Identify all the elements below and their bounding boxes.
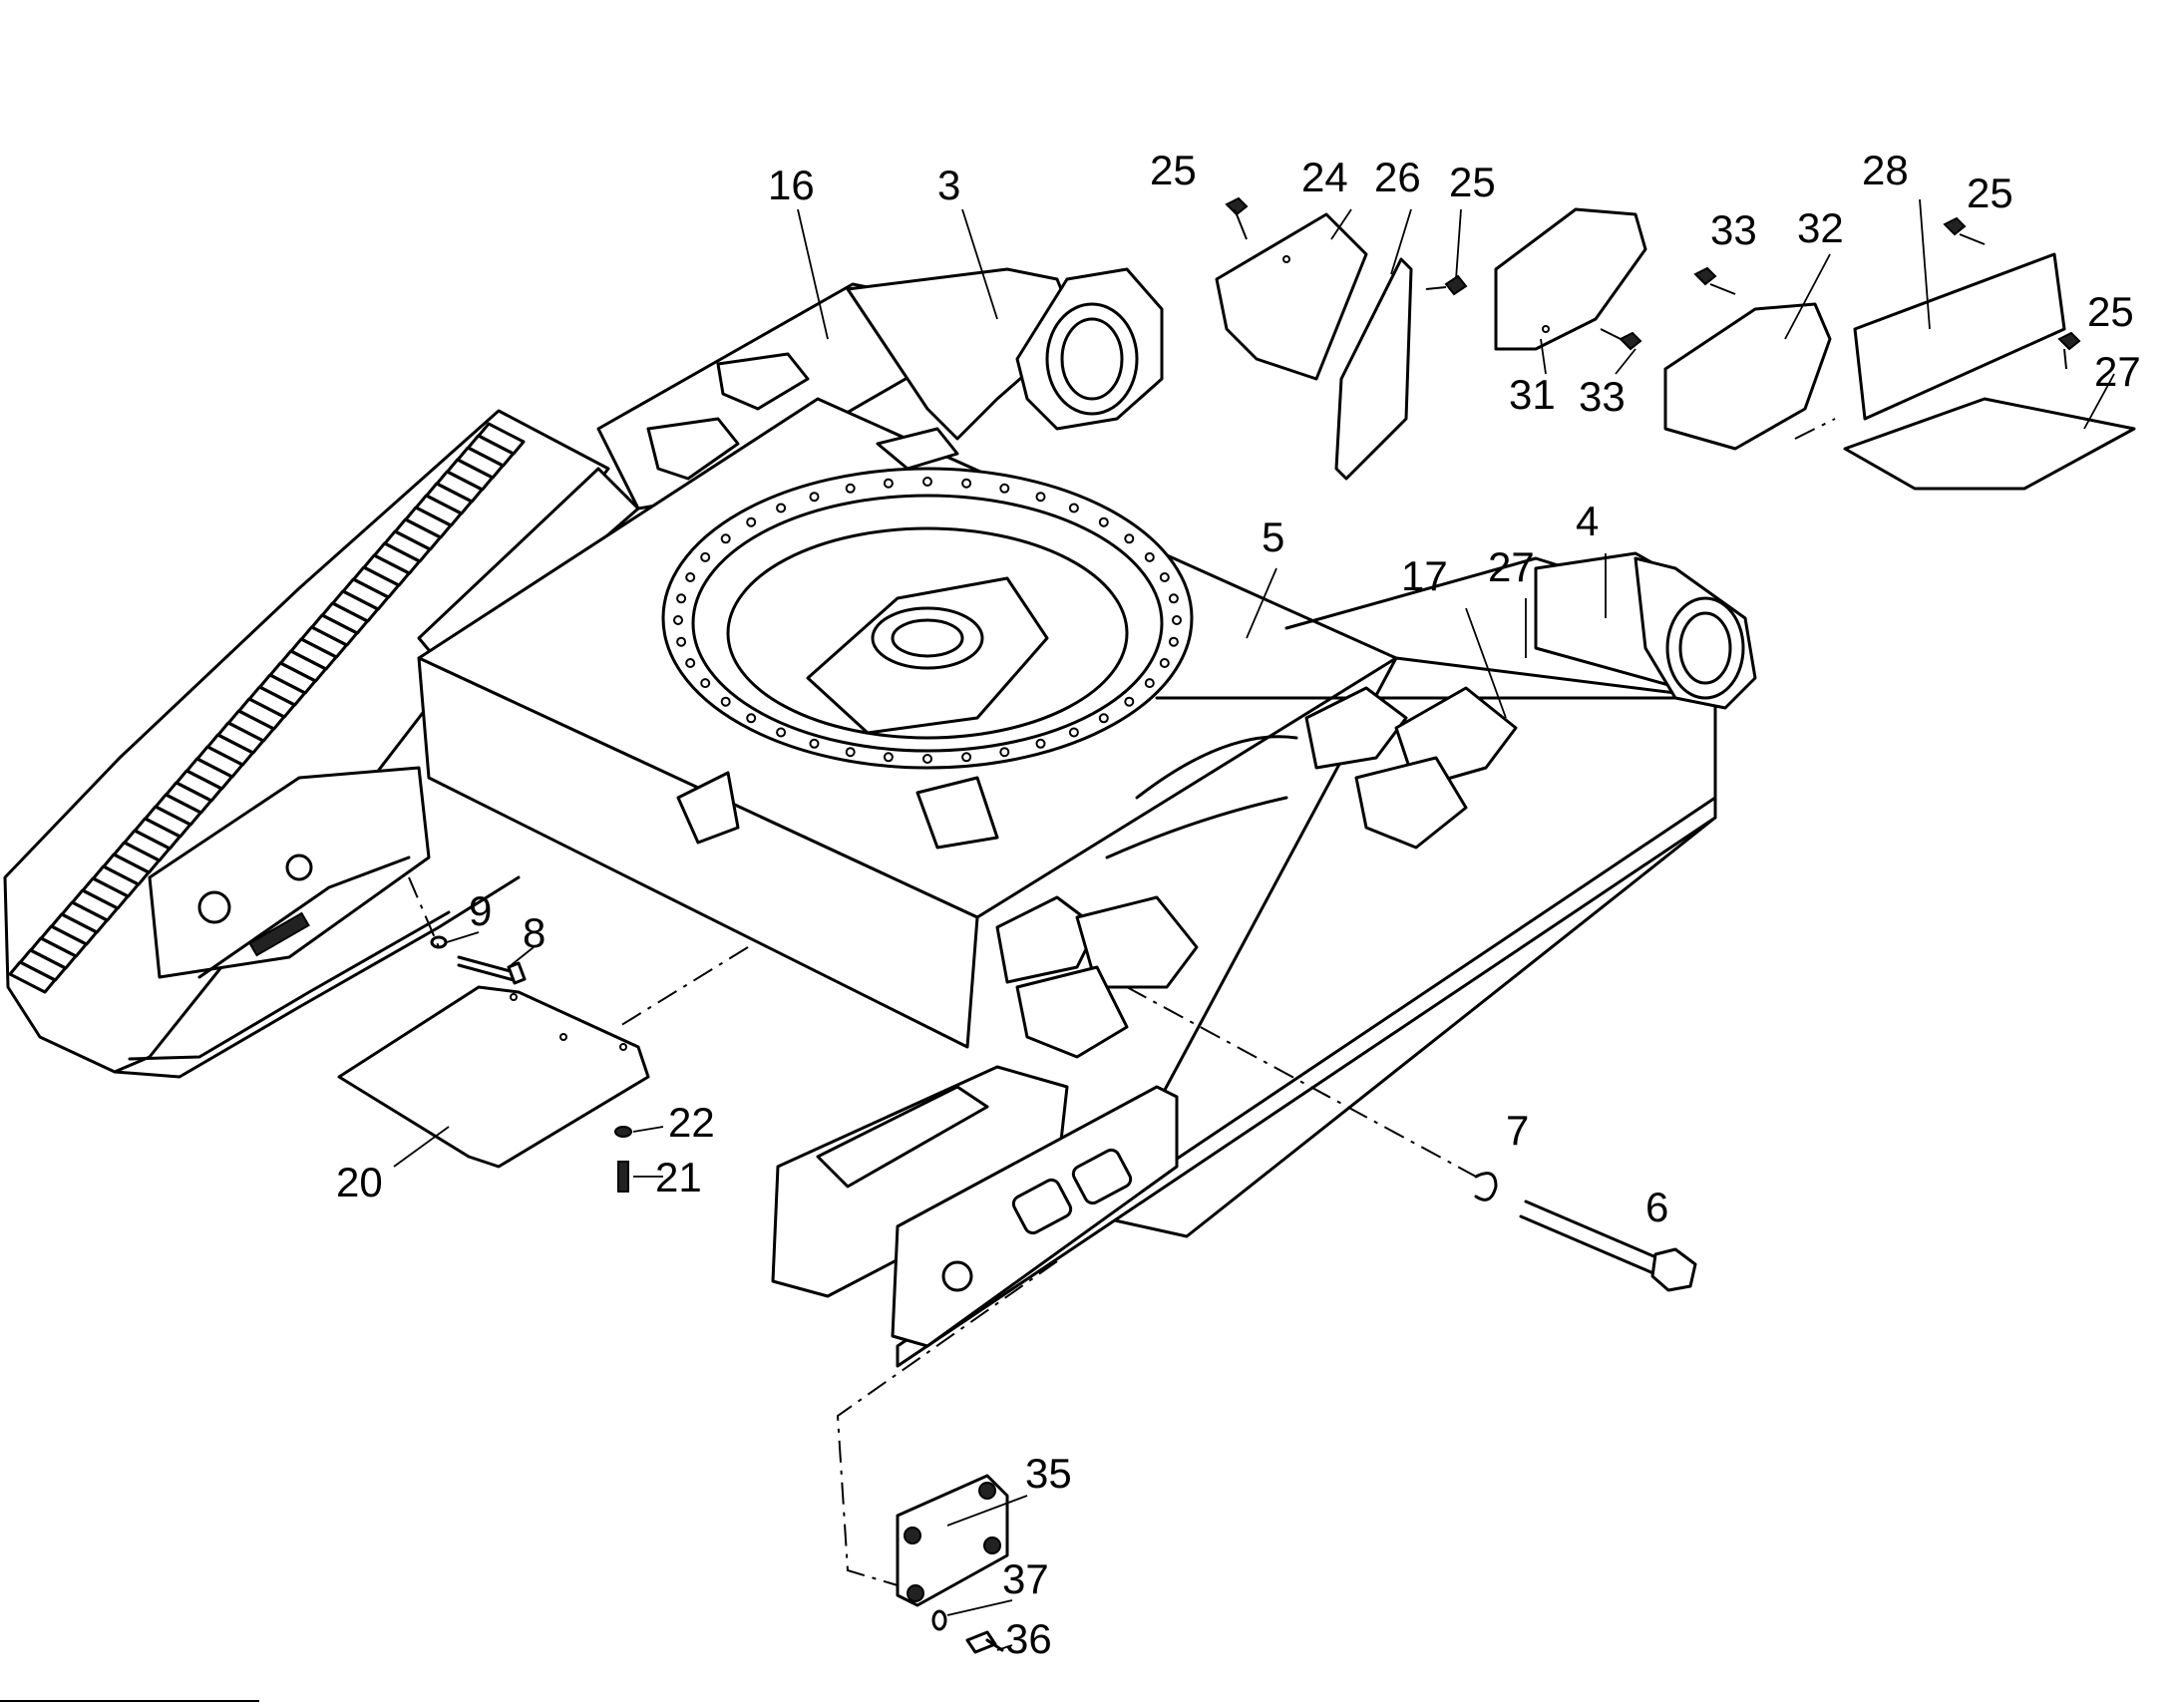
track-motor-brackets — [646, 352, 1518, 1059]
callout-6: 6 — [1645, 1184, 1668, 1230]
bearing-bolt-hole — [746, 713, 757, 724]
callout-27: 27 — [1488, 543, 1535, 590]
callout-27: 27 — [2094, 348, 2141, 395]
bearing-bolt-hole — [1172, 615, 1182, 625]
callout-37: 37 — [1002, 1555, 1049, 1602]
callout-32: 32 — [1797, 204, 1844, 251]
callout-25: 25 — [1150, 147, 1197, 193]
bolt-36 — [965, 1630, 1004, 1654]
bearing-bolt-hole — [1068, 503, 1079, 513]
callout-25: 25 — [1967, 170, 2013, 216]
cover-20 — [337, 985, 650, 1169]
callout-8: 8 — [523, 909, 545, 956]
bearing-bolt-hole — [1098, 516, 1109, 527]
clip-7 — [1474, 1172, 1498, 1201]
bearing-bolt-hole — [883, 752, 894, 763]
bearing-bolt-hole — [1144, 678, 1155, 689]
bolts-25-33 — [1225, 196, 2081, 370]
bearing-bolt-hole — [961, 752, 972, 763]
bearing-bolt-hole — [676, 593, 687, 604]
callout-33: 33 — [1710, 206, 1757, 253]
bearing-bolt-hole — [1168, 636, 1179, 647]
bearing-bolt-hole — [1098, 713, 1109, 724]
washer-22 — [614, 1126, 632, 1138]
callout-28: 28 — [1862, 147, 1909, 193]
cover-32 — [1663, 302, 1832, 451]
bearing-bolt-hole — [999, 747, 1010, 758]
cover-31 — [1494, 207, 1647, 351]
bearing-bolt-hole — [1168, 593, 1179, 604]
callout-25: 25 — [2087, 288, 2134, 335]
callout-24: 24 — [1301, 154, 1348, 200]
center-frame — [417, 282, 1717, 1368]
bearing-bolt-hole — [776, 503, 787, 513]
cover-35 — [896, 1474, 1009, 1607]
bearing-bolt-hole — [922, 477, 932, 487]
plate-27-top — [1843, 397, 2136, 491]
bearing-bolt-hole — [1144, 551, 1155, 562]
callout-36: 36 — [1005, 1615, 1052, 1662]
callout-16: 16 — [768, 162, 815, 208]
bearing-bolt-hole — [845, 747, 856, 758]
bolt-21 — [617, 1161, 629, 1193]
callout-4: 4 — [1576, 498, 1599, 544]
callout-31: 31 — [1509, 371, 1556, 418]
callout-33: 33 — [1579, 373, 1626, 420]
callout-7: 7 — [1506, 1107, 1529, 1154]
callout-21: 21 — [655, 1154, 702, 1200]
bearing-bolt-hole — [845, 483, 856, 494]
sprocket-area — [148, 766, 431, 979]
bearing-bolt-hole — [1035, 738, 1046, 749]
bearing-bolt-hole — [999, 483, 1010, 494]
leader-lines — [393, 198, 2115, 1651]
bearing-bolt-hole — [1159, 658, 1170, 668]
callout-9: 9 — [469, 887, 492, 934]
cover-28 — [1853, 252, 2066, 421]
bearing-bolt-hole — [1159, 572, 1170, 582]
bearing-bolt-hole — [720, 533, 731, 544]
bolt-8 — [457, 955, 527, 985]
bearing-bolt-hole — [809, 738, 820, 749]
callout-26: 26 — [1374, 154, 1421, 200]
bearing-bolt-hole — [1124, 696, 1135, 707]
pin-6 — [1519, 1199, 1697, 1292]
swing-bearing — [661, 427, 1194, 850]
plate-26 — [1334, 257, 1413, 481]
callout-20: 20 — [336, 1159, 383, 1205]
bearing-bolt-hole — [673, 615, 683, 625]
washer-9 — [430, 935, 448, 949]
bearing-bolt-hole — [1124, 533, 1135, 544]
upper-bracket-3 — [846, 267, 1164, 441]
bearing-bolt-hole — [676, 636, 687, 647]
cover-24 — [1215, 212, 1368, 381]
bearing-bolt-hole — [746, 516, 757, 527]
washer-37 — [931, 1609, 947, 1631]
bearing-bolt-hole — [700, 678, 711, 689]
callout-labels: 16 3 25 24 26 25 33 32 28 25 25 27 31 33… — [336, 147, 2141, 1662]
callout-17: 17 — [1401, 552, 1448, 599]
bearing-bolt-hole — [1068, 727, 1079, 738]
bearing-bolt-hole — [720, 696, 731, 707]
callout-35: 35 — [1025, 1450, 1072, 1497]
callout-3: 3 — [937, 162, 960, 208]
callout-25: 25 — [1449, 159, 1496, 205]
idler-bracket-4 — [1634, 556, 1757, 710]
bearing-bolt-hole — [685, 658, 696, 668]
bearing-bolt-hole — [700, 551, 711, 562]
bearing-bolt-hole — [961, 478, 972, 489]
bearing-bolt-hole — [1035, 492, 1046, 503]
bearing-bolt-hole — [883, 478, 894, 489]
track-shoe — [8, 960, 57, 994]
bearing-bolt-hole — [776, 727, 787, 738]
center-lines — [408, 418, 1836, 1586]
callout-5: 5 — [1262, 513, 1284, 560]
bearing-bolt-hole — [922, 754, 932, 764]
bearing-bolt-hole — [685, 572, 696, 582]
callout-22: 22 — [668, 1099, 715, 1146]
bearing-bolt-hole — [809, 492, 820, 503]
